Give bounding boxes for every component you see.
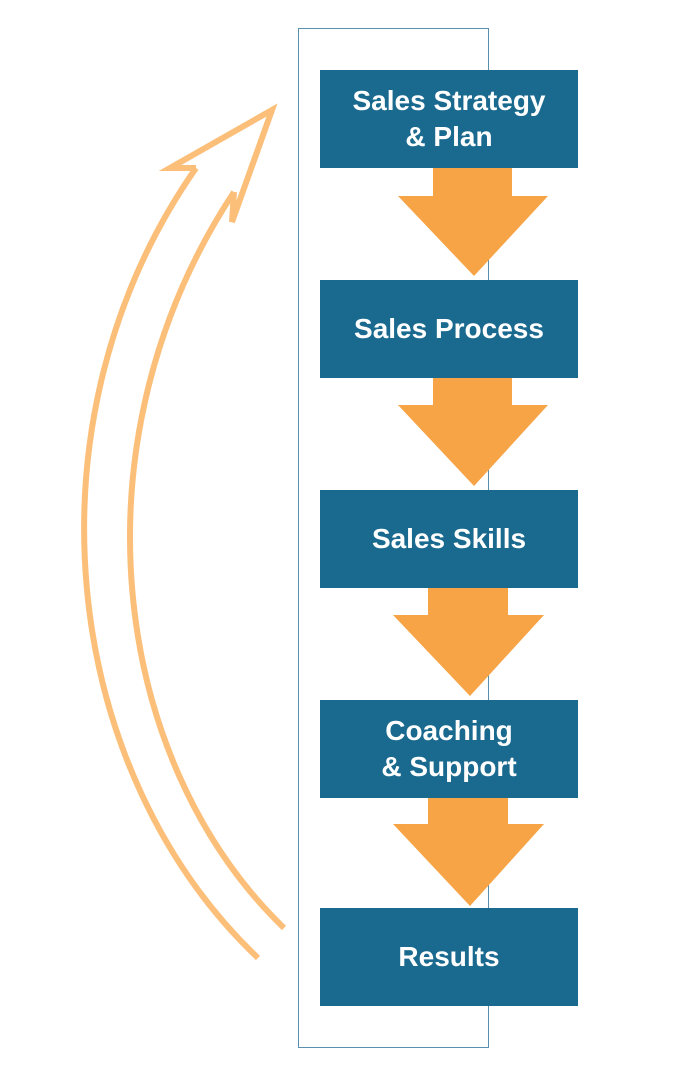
down-arrow-icon (398, 168, 548, 276)
feedback-arrow-inner-line (127, 190, 287, 931)
down-arrow-icon (393, 798, 544, 906)
feedback-arrow-outer-line (81, 166, 261, 961)
step-coaching-support: Coaching & Support (320, 700, 578, 798)
feedback-arrow-head (158, 103, 278, 224)
down-arrow-icon (393, 588, 544, 696)
feedback-arrow-icon (81, 103, 287, 961)
down-arrows (393, 168, 548, 906)
step-results: Results (320, 908, 578, 1006)
step-sales-process: Sales Process (320, 280, 578, 378)
down-arrow-icon (398, 378, 548, 486)
step-sales-skills: Sales Skills (320, 490, 578, 588)
step-sales-strategy-plan: Sales Strategy & Plan (320, 70, 578, 168)
